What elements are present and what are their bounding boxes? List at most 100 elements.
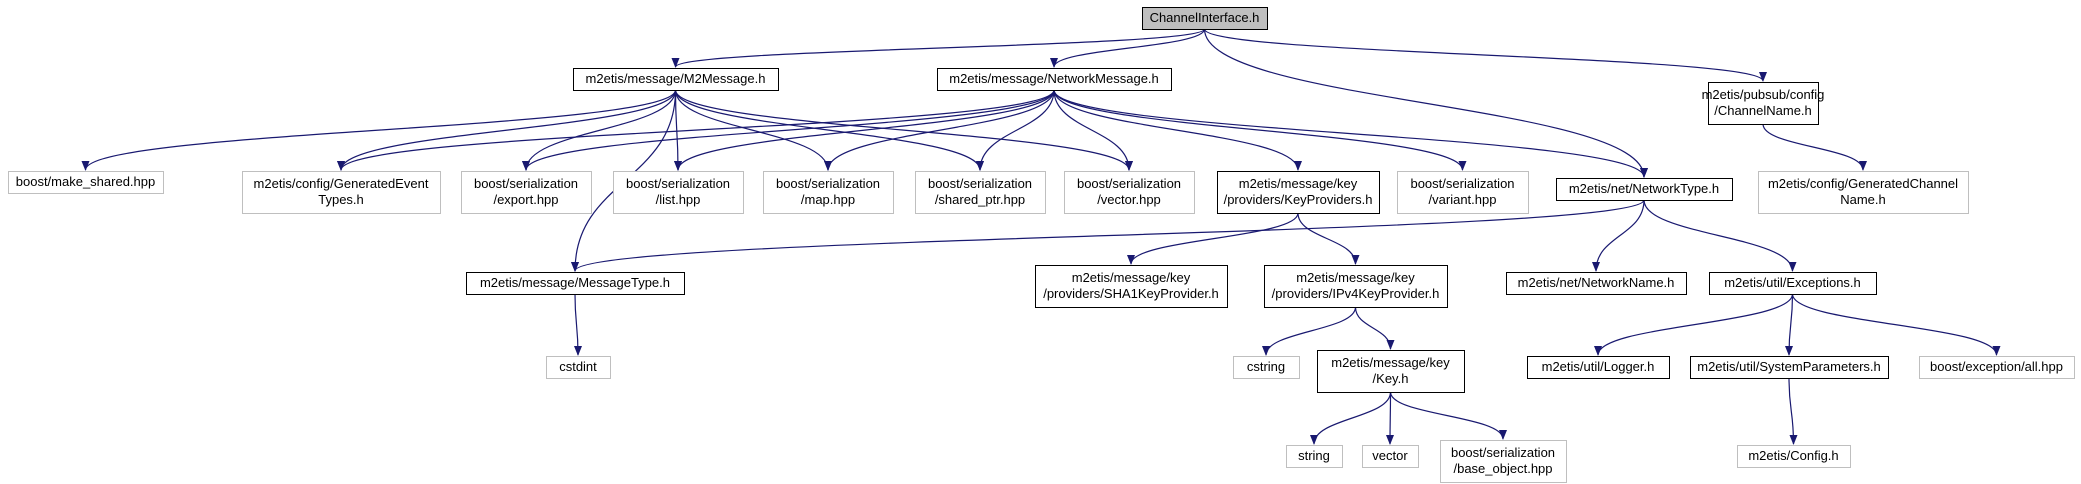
node-label-exception_all: boost/exception/all.hpp bbox=[1930, 359, 2063, 374]
node-label-cstring: cstring bbox=[1247, 359, 1285, 374]
node-box-sha1keyprovider bbox=[1035, 265, 1228, 308]
edge-keyproviders-to-sha1keyprovider bbox=[1127, 212, 1299, 265]
node-channelinterface[interactable]: ChannelInterface.h bbox=[1142, 7, 1268, 30]
node-label-keyproviders: m2etis/message/key bbox=[1239, 176, 1358, 191]
node-label-list: /list.hpp bbox=[656, 192, 701, 207]
node-cstdint: cstdint bbox=[546, 356, 611, 379]
node-label-messagetype: m2etis/message/MessageType.h bbox=[480, 275, 670, 290]
node-box-networkname bbox=[1506, 272, 1687, 295]
node-box-list bbox=[613, 171, 744, 214]
edge-networkmessage-to-vector_hpp bbox=[1053, 89, 1133, 171]
edge-m2message-to-export bbox=[522, 89, 677, 171]
edge-channelname-to-generatedchannelname bbox=[1762, 123, 1867, 171]
node-sha1keyprovider[interactable]: m2etis/message/key/providers/SHA1KeyProv… bbox=[1035, 265, 1228, 308]
edge-key-to-vector bbox=[1386, 391, 1395, 445]
node-label-logger: m2etis/util/Logger.h bbox=[1542, 359, 1655, 374]
node-label-shared_ptr: /shared_ptr.hpp bbox=[935, 192, 1025, 207]
edge-key-to-string bbox=[1310, 391, 1392, 445]
edge-networkmessage-to-shared_ptr bbox=[976, 89, 1055, 171]
node-label-networkname: m2etis/net/NetworkName.h bbox=[1518, 275, 1675, 290]
node-label-sha1keyprovider: m2etis/message/key bbox=[1072, 270, 1191, 285]
node-networktype[interactable]: m2etis/net/NetworkType.h bbox=[1556, 178, 1733, 201]
node-keyproviders[interactable]: m2etis/message/key/providers/KeyProvider… bbox=[1217, 171, 1380, 214]
edge-systemparameters-to-config bbox=[1788, 377, 1798, 445]
edge-exceptions-to-logger bbox=[1594, 293, 1794, 356]
node-vector: vector bbox=[1362, 445, 1419, 468]
node-box-cstdint bbox=[546, 356, 611, 379]
node-label-export: /export.hpp bbox=[493, 192, 558, 207]
node-label-m2message: m2etis/message/M2Message.h bbox=[586, 71, 766, 86]
node-label-generatedeventtypes: m2etis/config/GeneratedEvent bbox=[254, 176, 429, 191]
node-label-config: m2etis/Config.h bbox=[1748, 448, 1838, 463]
edge-m2message-to-make_shared bbox=[81, 89, 677, 171]
edge-channelinterface-to-networkmessage bbox=[1050, 28, 1206, 68]
node-box-ipv4keyprovider bbox=[1264, 265, 1448, 308]
node-label-channelname: m2etis/pubsub/config bbox=[1702, 87, 1825, 102]
node-box-string bbox=[1286, 445, 1343, 468]
node-shared_ptr: boost/serialization/shared_ptr.hpp bbox=[915, 171, 1046, 214]
edge-exceptions-to-systemparameters bbox=[1785, 293, 1794, 356]
edge-networktype-to-exceptions bbox=[1643, 199, 1797, 272]
node-ipv4keyprovider[interactable]: m2etis/message/key/providers/IPv4KeyProv… bbox=[1264, 265, 1448, 308]
node-label-make_shared: boost/make_shared.hpp bbox=[16, 174, 155, 189]
node-logger[interactable]: m2etis/util/Logger.h bbox=[1527, 356, 1670, 379]
node-variant: boost/serialization/variant.hpp bbox=[1397, 171, 1529, 214]
node-box-config bbox=[1737, 445, 1851, 468]
node-base_object: boost/serialization/base_object.hpp bbox=[1440, 440, 1567, 483]
node-label-vector: vector bbox=[1372, 448, 1408, 463]
node-label-exceptions: m2etis/util/Exceptions.h bbox=[1724, 275, 1861, 290]
edge-networktype-to-networkname bbox=[1592, 199, 1645, 272]
edge-networkmessage-to-networktype bbox=[1053, 89, 1648, 178]
node-box-networktype bbox=[1556, 178, 1733, 201]
edge-messagetype-to-cstdint bbox=[573, 293, 582, 356]
node-label-networkmessage: m2etis/message/NetworkMessage.h bbox=[949, 71, 1159, 86]
edge-networkmessage-to-list bbox=[674, 89, 1055, 171]
node-box-key bbox=[1317, 350, 1465, 393]
edge-networkmessage-to-generatedeventtypes bbox=[337, 89, 1055, 171]
node-box-keyproviders bbox=[1217, 171, 1380, 214]
node-label-export: boost/serialization bbox=[474, 176, 578, 191]
node-label-networktype: m2etis/net/NetworkType.h bbox=[1569, 181, 1719, 196]
node-label-generatedchannelname: Name.h bbox=[1840, 192, 1886, 207]
node-channelname[interactable]: m2etis/pubsub/config/ChannelName.h bbox=[1702, 82, 1825, 125]
node-label-sha1keyprovider: /providers/SHA1KeyProvider.h bbox=[1043, 286, 1219, 301]
node-label-variant: boost/serialization bbox=[1410, 176, 1514, 191]
node-label-channelinterface: ChannelInterface.h bbox=[1150, 10, 1260, 25]
node-vector_hpp: boost/serialization/vector.hpp bbox=[1064, 171, 1195, 214]
node-box-messagetype bbox=[466, 272, 685, 295]
node-box-systemparameters bbox=[1690, 356, 1889, 379]
node-key[interactable]: m2etis/message/key/Key.h bbox=[1317, 350, 1465, 393]
node-box-networkmessage bbox=[937, 68, 1172, 91]
node-label-variant: /variant.hpp bbox=[1429, 192, 1497, 207]
edge-networktype-to-messagetype bbox=[571, 199, 1645, 272]
edge-channelinterface-to-channelname bbox=[1203, 28, 1767, 82]
node-label-key: /Key.h bbox=[1373, 371, 1409, 386]
node-map: boost/serialization/map.hpp bbox=[763, 171, 894, 214]
node-cstring: cstring bbox=[1233, 356, 1300, 379]
node-label-vector_hpp: /vector.hpp bbox=[1097, 192, 1161, 207]
node-exceptions[interactable]: m2etis/util/Exceptions.h bbox=[1709, 272, 1877, 295]
edge-networkmessage-to-map bbox=[824, 89, 1055, 171]
node-box-m2message bbox=[573, 68, 779, 91]
node-box-map bbox=[763, 171, 894, 214]
node-box-logger bbox=[1527, 356, 1670, 379]
node-networkname[interactable]: m2etis/net/NetworkName.h bbox=[1506, 272, 1687, 295]
node-networkmessage[interactable]: m2etis/message/NetworkMessage.h bbox=[937, 68, 1172, 91]
edge-networkmessage-to-export bbox=[522, 89, 1055, 171]
node-messagetype[interactable]: m2etis/message/MessageType.h bbox=[466, 272, 685, 295]
node-box-channelinterface bbox=[1142, 7, 1268, 30]
edge-m2message-to-generatedeventtypes bbox=[337, 89, 677, 171]
node-box-vector bbox=[1362, 445, 1419, 468]
node-m2message[interactable]: m2etis/message/M2Message.h bbox=[573, 68, 779, 91]
node-box-cstring bbox=[1233, 356, 1300, 379]
node-box-exceptions bbox=[1709, 272, 1877, 295]
node-systemparameters[interactable]: m2etis/util/SystemParameters.h bbox=[1690, 356, 1889, 379]
edge-keyproviders-to-ipv4keyprovider bbox=[1297, 212, 1360, 265]
node-label-keyproviders: /providers/KeyProviders.h bbox=[1224, 192, 1373, 207]
node-label-string: string bbox=[1298, 448, 1330, 463]
node-label-systemparameters: m2etis/util/SystemParameters.h bbox=[1697, 359, 1881, 374]
edge-key-to-base_object bbox=[1389, 391, 1507, 440]
